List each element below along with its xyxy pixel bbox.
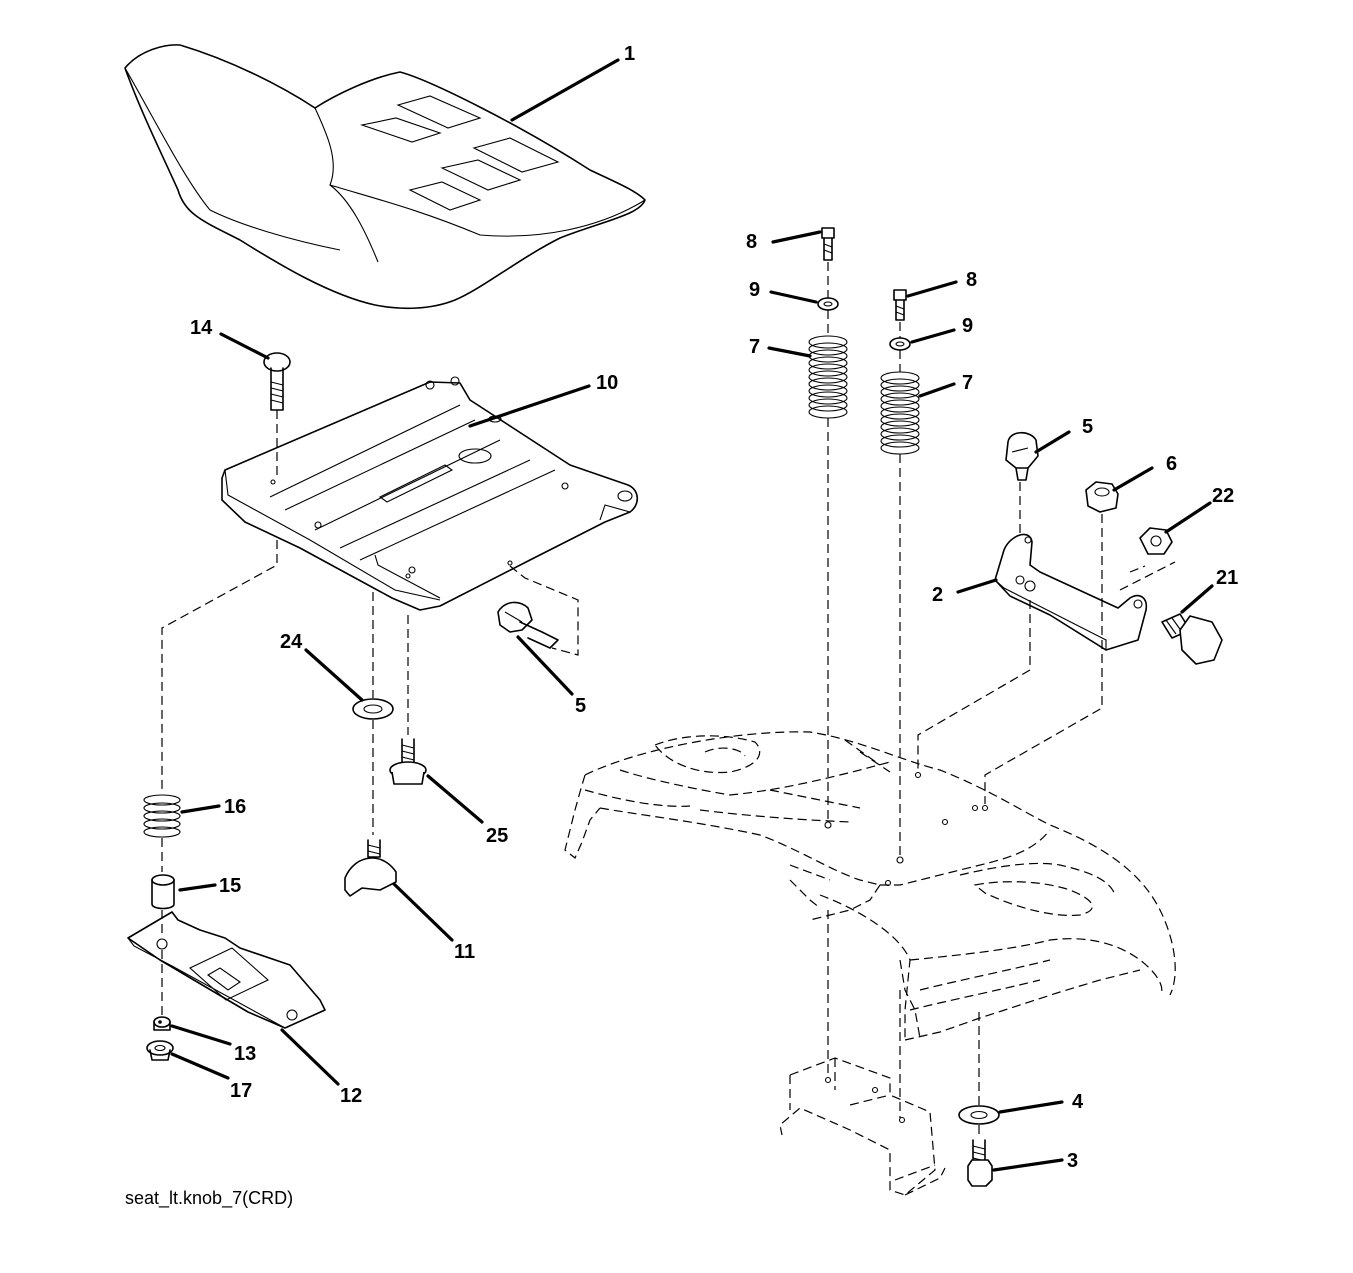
callout-hex-nut: 6 [1166,453,1177,475]
bolt-right [893,289,907,321]
spring-left [808,335,848,419]
callout-seat-bracket: 2 [932,584,943,606]
nut-small [153,1016,171,1031]
callout-lock-nut: 22 [1212,485,1234,507]
callout-seat: 1 [624,43,635,65]
callout-flat-washer: 4 [1072,1091,1084,1113]
washer [352,698,394,720]
seat [124,44,646,310]
diagram-caption: seat_lt.knob_7(CRD) [125,1188,294,1208]
tractor-frame [564,731,1176,1041]
lock-nut [1139,527,1173,555]
callout-lock-washer-right: 9 [962,315,973,337]
callout-flange-nut: 17 [230,1080,252,1102]
spring-small [143,794,181,838]
callout-clip-left: 5 [575,695,586,717]
callout-bolt-right: 8 [966,269,977,291]
callout-hex-bolt: 3 [1067,1150,1078,1172]
callout-seat-pan: 10 [596,372,618,394]
clip-left [497,601,559,649]
bolt-left [821,227,835,261]
callout-washer: 24 [280,631,303,653]
clip-right [1005,431,1039,481]
callout-slide-plate: 12 [340,1085,362,1107]
shoulder-bolt-right [1161,613,1223,665]
hex-bolt [967,1139,993,1187]
callout-knob: 11 [454,941,475,963]
callout-spring-right: 7 [962,372,973,394]
carriage-bolt [263,352,291,411]
spring-right [880,371,920,455]
assembly-lines [161,262,1176,1138]
spacer [151,874,175,910]
leader-lines [170,58,1214,1172]
slide-plate [127,911,326,1029]
callout-spring-small: 16 [224,796,246,818]
adjustment-knob [344,839,397,897]
callouts: 1 14 10 5 24 25 16 15 11 13 17 12 8 9 7 … [190,43,1238,1172]
callout-spacer: 15 [219,875,241,897]
callout-shoulder-bolt-right: 21 [1216,567,1238,589]
callout-nut-small: 13 [234,1043,256,1065]
callout-shoulder-bolt: 25 [486,825,508,847]
lower-bracket [779,1057,946,1196]
callout-bolt-left: 8 [746,231,757,253]
callout-carriage-bolt: 14 [190,317,213,339]
hex-nut [1085,481,1119,513]
seat-bracket [994,533,1148,651]
flange-nut [146,1020,174,1061]
callout-spring-left: 7 [749,336,760,358]
lock-washer-left [817,297,839,311]
lock-washer-right [889,337,911,351]
seat-pan [221,376,639,611]
callout-clip-right: 5 [1082,416,1093,438]
shoulder-bolt [389,738,427,785]
flat-washer [958,1105,1000,1125]
callout-lock-washer-left: 9 [749,279,760,301]
